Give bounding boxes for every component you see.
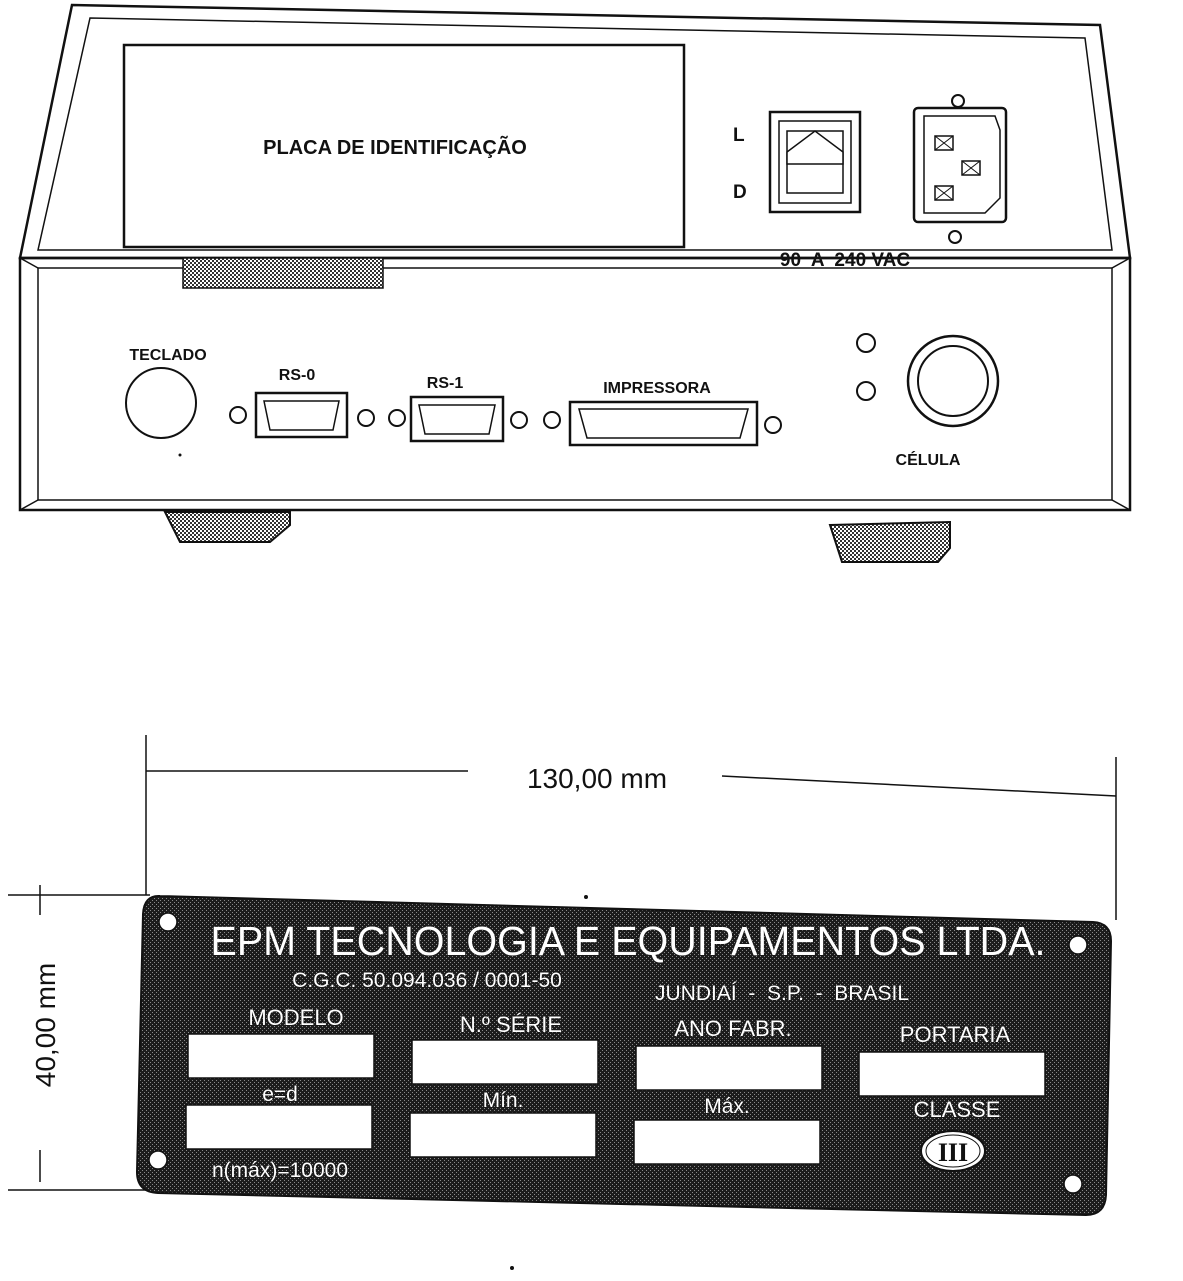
id-plate-area — [122, 43, 686, 249]
mounting-hole-bottom-left — [148, 1150, 168, 1170]
rs1-port — [388, 395, 528, 443]
plate-modelo-label: MODELO — [248, 1005, 343, 1030]
plate-portaria-label: PORTARIA — [900, 1022, 1011, 1047]
keyboard-label: TECLADO — [129, 347, 206, 364]
plate-max-label: Máx. — [704, 1095, 750, 1118]
mounting-hole-top-left — [158, 912, 178, 932]
vent-strip — [182, 257, 384, 289]
plate-modelo-box — [187, 1033, 375, 1079]
voltage-label: 90 A 240 VAC — [780, 250, 911, 271]
plate-nmax: n(máx)=10000 — [212, 1159, 348, 1182]
rs0-port — [229, 391, 375, 439]
rs0-label: RS-0 — [279, 367, 316, 384]
plate-min-label: Mín. — [483, 1089, 524, 1112]
foot-right — [828, 520, 951, 563]
plate-classe-badge — [920, 1130, 986, 1172]
plate-ano-label: ANO FABR. — [674, 1016, 791, 1041]
height-dimension-label: 40,00 mm — [30, 963, 61, 1088]
plate-ed-label: e=d — [262, 1083, 298, 1106]
rs1-label: RS-1 — [427, 375, 464, 392]
mounting-hole-top-right — [1068, 935, 1088, 955]
cell-label: CÉLULA — [896, 450, 961, 469]
nameplate-body — [135, 894, 1113, 1217]
plate-portaria-box — [858, 1051, 1046, 1097]
housing-front-inner — [37, 267, 1113, 501]
power-inlet — [912, 94, 1008, 244]
width-dimension-label: 130,00 mm — [527, 763, 667, 794]
plate-serie-box — [411, 1039, 599, 1085]
printer-port — [543, 400, 782, 447]
plate-location: JUNDIAÍ - S.P. - BRASIL — [655, 982, 909, 1005]
plate-max-box — [633, 1119, 821, 1165]
switch-off-label: D — [733, 182, 747, 203]
dimension-lines — [8, 735, 1117, 1191]
cell-port — [856, 333, 1000, 428]
printer-label: IMPRESSORA — [603, 380, 711, 397]
plate-cgc: C.G.C. 50.094.036 / 0001-50 — [292, 969, 562, 992]
id-plate-label: PLACA DE IDENTIFICAÇÃO — [263, 136, 527, 159]
plate-classe-label: CLASSE — [914, 1097, 1001, 1122]
plate-ano-box — [635, 1045, 823, 1091]
plate-serie-label: N.º SÉRIE — [460, 1012, 562, 1037]
plate-company: EPM TECNOLOGIA E EQUIPAMENTOS LTDA. — [211, 918, 1046, 964]
switch-on-label: L — [733, 125, 745, 146]
keyboard-port — [125, 367, 197, 439]
nameplate: EPM TECNOLOGIA E EQUIPAMENTOS LTDA. C.G.… — [135, 894, 1113, 1217]
housing-front — [18, 256, 1132, 512]
plate-min-box — [409, 1112, 597, 1158]
mounting-hole-bottom-right — [1063, 1174, 1083, 1194]
plate-classe-value: III — [938, 1138, 968, 1167]
housing-top-inner — [37, 17, 1113, 251]
power-switch — [768, 110, 862, 214]
foot-left — [163, 511, 291, 543]
device-rear-view — [18, 3, 1132, 512]
plate-ed-box — [185, 1104, 373, 1150]
